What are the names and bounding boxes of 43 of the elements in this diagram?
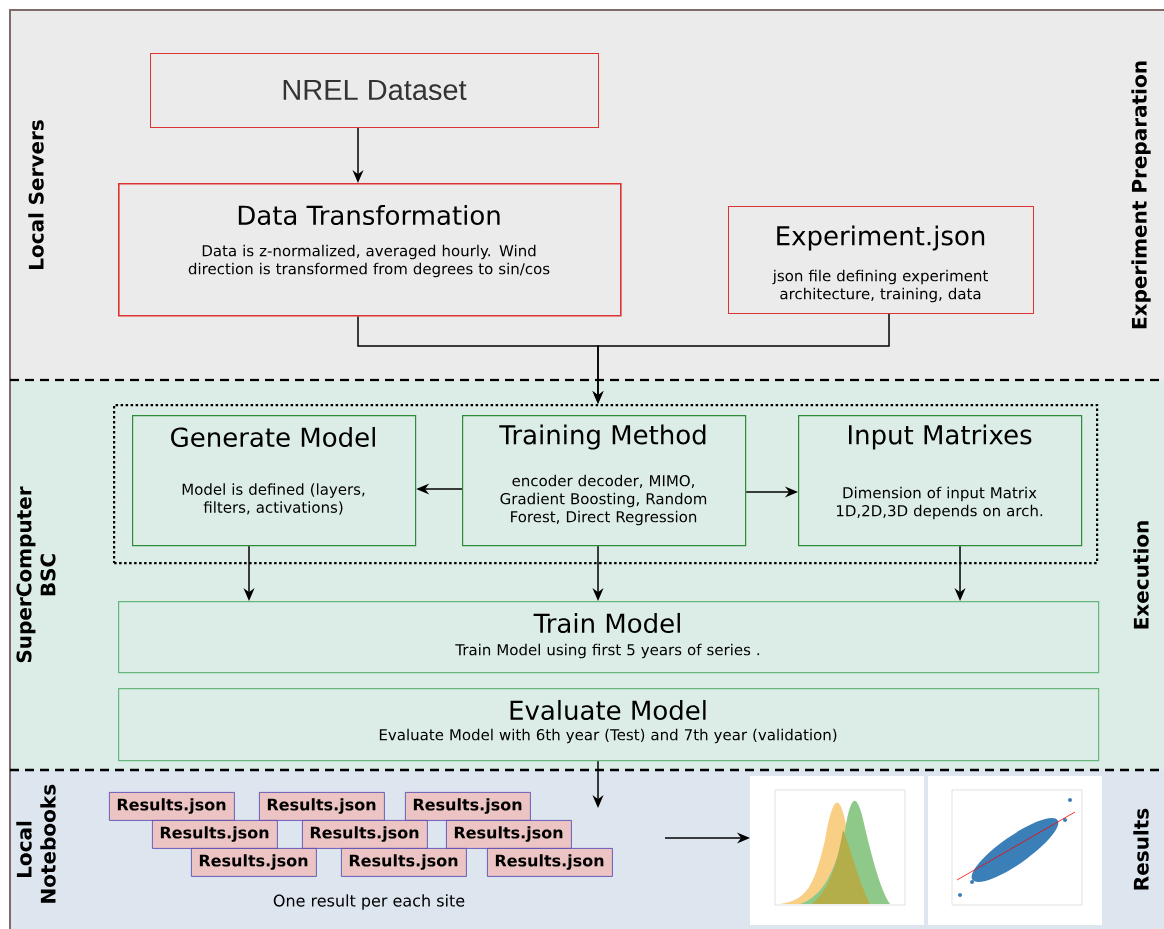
file-card: Results.json	[109, 792, 235, 821]
box-title: Evaluate Model	[510, 699, 706, 721]
section-label: SuperComputer BSC	[16, 486, 56, 663]
box-title: Generate Model	[171, 426, 375, 448]
process-box	[150, 53, 599, 128]
section-label: Execution	[1133, 521, 1149, 629]
box-title: Input Matrixes	[848, 424, 1032, 450]
process-box	[728, 206, 1034, 314]
box-title: Data Transformation	[238, 204, 500, 226]
section-label: Results	[1133, 808, 1149, 890]
box-text: Train Model using first 5 years of series .	[455, 643, 760, 659]
box-text: Model is defined (layers, filters, activations)	[182, 483, 365, 515]
box-text: Dimension of input Matrix 1D,2D,3D depends on arch.	[836, 486, 1043, 520]
section-label: Local Servers	[28, 120, 44, 269]
box-text: Data is z-normalized, averaged hourly. Wind direction is transformed from degrees to sin/cos	[188, 244, 550, 278]
file-card: Results.json	[405, 792, 531, 821]
file-card: Results.json	[446, 820, 572, 849]
box-text: encoder decoder, MIMO, Gradient Boosting, Random Forest, Direct Regression	[500, 474, 707, 526]
box-title: Experiment.json	[777, 225, 985, 251]
file-card: Results.json	[152, 820, 278, 849]
process-box	[462, 415, 747, 547]
file-card: Results.json	[302, 820, 428, 849]
file-card: Results.json	[191, 848, 317, 877]
file-card: Results.json	[341, 848, 467, 877]
process-box	[118, 601, 1100, 674]
file-card: Results.json	[487, 848, 613, 877]
section-label: Experiment Preparation	[1131, 61, 1151, 329]
process-box	[118, 688, 1100, 762]
picture	[750, 776, 1102, 925]
band	[10, 380, 1164, 770]
process-box	[118, 183, 622, 317]
box-text: json file defining experiment architecture, training, data	[772, 269, 988, 303]
section-label: Local Notebooks	[16, 784, 56, 903]
box-title: Training Method	[499, 424, 706, 450]
process-box	[798, 415, 1083, 547]
group-frame	[113, 404, 1099, 565]
band	[10, 10, 1164, 380]
process-box	[132, 415, 417, 547]
box-title: NREL Dataset	[283, 79, 467, 101]
caption: One result per each site	[273, 894, 465, 910]
box-title: Train Model	[533, 612, 680, 634]
box-text: Evaluate Model with 6th year (Test) and 7th year (validation)	[379, 728, 837, 744]
file-card: Results.json	[259, 792, 385, 821]
